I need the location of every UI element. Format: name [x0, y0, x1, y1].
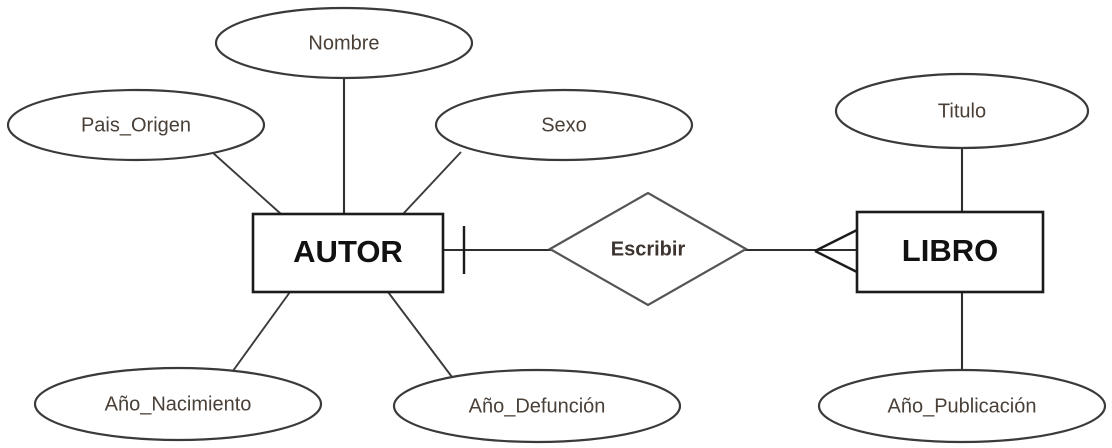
- attribute-sexo-ellipse: [434, 88, 694, 162]
- attribute-ano-publicacion[interactable]: Año_Publicación: [817, 368, 1107, 444]
- connector-sexo-autor: [402, 151, 462, 215]
- entity-autor-box: [251, 212, 445, 294]
- attribute-nombre-ellipse: [214, 6, 474, 80]
- entity-libro-label: LIBRO: [902, 233, 998, 268]
- attribute-titulo-ellipse: [834, 72, 1090, 150]
- relationship-escribir[interactable]: Escribir: [547, 191, 749, 307]
- attribute-ano-nacimiento-ellipse: [33, 366, 323, 442]
- attribute-titulo-label: Titulo: [938, 100, 986, 122]
- attribute-ano-nacimiento-label: Año_Nacimiento: [105, 393, 252, 415]
- attribute-sexo[interactable]: Sexo: [434, 88, 694, 162]
- attribute-ano-nacimiento[interactable]: Año_Nacimiento: [33, 366, 323, 442]
- attribute-ano-defuncion-ellipse: [392, 368, 682, 444]
- attribute-pais-origen-label: Pais_Origen: [81, 114, 191, 136]
- attribute-ano-defuncion-label: Año_Defunción: [469, 395, 606, 417]
- attribute-titulo[interactable]: Titulo: [834, 72, 1090, 150]
- cardinality-many-crowfoot-libro: [814, 228, 858, 274]
- attribute-nombre-label: Nombre: [308, 32, 379, 54]
- attribute-pais-origen[interactable]: Pais_Origen: [6, 88, 266, 162]
- attribute-sexo-label: Sexo: [541, 114, 587, 136]
- entity-libro[interactable]: LIBRO: [855, 210, 1045, 294]
- entity-autor[interactable]: AUTOR: [251, 212, 445, 294]
- connector-autor-ano-nacimiento: [229, 291, 291, 376]
- attribute-ano-defuncion[interactable]: Año_Defunción: [392, 368, 682, 444]
- entity-libro-box: [855, 210, 1045, 294]
- attribute-ano-publicacion-label: Año_Publicación: [888, 395, 1037, 417]
- connector-autor-ano-defuncion: [387, 291, 453, 378]
- attribute-nombre[interactable]: Nombre: [214, 6, 474, 80]
- relationship-escribir-label: Escribir: [611, 238, 686, 260]
- entity-autor-label: AUTOR: [293, 234, 403, 269]
- attribute-ano-publicacion-ellipse: [817, 368, 1107, 444]
- relationship-escribir-diamond: [547, 191, 749, 307]
- attribute-pais-origen-ellipse: [6, 88, 266, 162]
- connector-pais-origen-autor: [211, 151, 282, 215]
